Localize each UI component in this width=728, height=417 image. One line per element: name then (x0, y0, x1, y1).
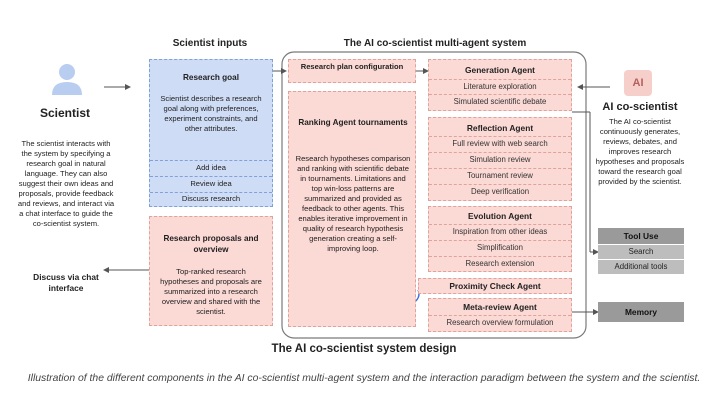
research-proposals-panel: Research proposals and overview Top-rank… (149, 216, 273, 326)
literature-exploration-item: Literature exploration (463, 82, 537, 91)
ranking-agent-description: Research hypotheses comparison and ranki… (295, 154, 411, 253)
search-tool-item: Search (598, 245, 684, 259)
simulation-review-item: Simulation review (469, 155, 531, 164)
generation-agent-title: Generation Agent (465, 65, 535, 75)
inspiration-item: Inspiration from other ideas (452, 227, 548, 236)
divider (429, 94, 571, 95)
memory-box: Memory (598, 302, 684, 322)
system-header: The AI co-scientist multi-agent system (343, 38, 527, 49)
system-design-label: The AI co-scientist system design (271, 343, 457, 355)
generation-agent-panel: Generation Agent Literature exploration … (428, 59, 572, 111)
divider (429, 224, 571, 225)
research-proposals-description: Top-ranked research hypotheses and propo… (160, 267, 262, 316)
divider (429, 168, 571, 169)
person-icon (52, 64, 82, 95)
evolution-agent-title: Evolution Agent (468, 211, 532, 221)
divider (150, 176, 272, 177)
ai-badge-icon: AI (624, 70, 652, 96)
scientist-inputs-header: Scientist inputs (172, 38, 248, 49)
divider (150, 192, 272, 193)
divider (429, 256, 571, 257)
figure-caption: Illustration of the different components… (27, 373, 701, 384)
divider (429, 184, 571, 185)
scientist-title: Scientist (39, 106, 90, 120)
divider (150, 160, 272, 161)
ranking-agent-title: Ranking Agent tournaments (298, 118, 408, 127)
divider (429, 315, 571, 316)
meta-review-agent-panel: Meta-review Agent Research overview form… (428, 298, 572, 332)
add-idea-action[interactable]: Add idea (196, 163, 226, 172)
simplification-item: Simplification (477, 243, 523, 252)
tournament-review-item: Tournament review (467, 171, 533, 180)
reflection-agent-panel: Reflection Agent Full review with web se… (428, 117, 572, 201)
divider (429, 136, 571, 137)
full-review-item: Full review with web search (452, 139, 548, 148)
research-goal-panel[interactable]: Research goal Scientist describes a rese… (149, 59, 273, 207)
discuss-via-chat-label: Discuss via chat interface (33, 272, 99, 293)
system-frame (281, 51, 587, 339)
research-goal-title: Research goal (183, 73, 239, 82)
evolution-agent-panel: Evolution Agent Inspiration from other i… (428, 206, 572, 272)
proximity-agent-title: Proximity Check Agent (449, 281, 541, 291)
ai-coscientist-description: The AI co-scientist continuously generat… (595, 117, 685, 186)
research-plan-title: Research plan configuration (300, 62, 404, 71)
tool-use-title: Tool Use (598, 228, 684, 244)
research-plan-box: Research plan configuration (288, 59, 416, 83)
review-idea-action[interactable]: Review idea (190, 179, 232, 188)
additional-tools-item: Additional tools (598, 260, 684, 274)
reflection-agent-title: Reflection Agent (466, 123, 534, 133)
research-overview-item: Research overview formulation (446, 318, 554, 327)
meta-review-agent-title: Meta-review Agent (463, 302, 537, 312)
discuss-research-action[interactable]: Discuss research (181, 194, 241, 203)
deep-verification-item: Deep verification (470, 187, 530, 196)
ranking-agent-panel: Ranking Agent tournaments Research hypot… (288, 91, 416, 327)
divider (429, 79, 571, 80)
divider (429, 240, 571, 241)
research-goal-description: Scientist describes a research goal alon… (160, 94, 262, 133)
proximity-agent-panel: Proximity Check Agent (418, 278, 572, 294)
ai-coscientist-title: AI co-scientist (602, 101, 678, 113)
scientist-description: The scientist interacts with the system … (17, 139, 115, 228)
simulated-debate-item: Simulated scientific debate (453, 97, 547, 106)
research-extension-item: Research extension (465, 259, 535, 268)
research-proposals-title: Research proposals and overview (163, 234, 259, 254)
divider (429, 152, 571, 153)
